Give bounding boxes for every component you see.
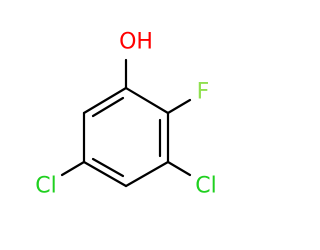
bond-c2-f <box>166 98 192 115</box>
molecule-structure: OH F Cl Cl <box>35 30 216 199</box>
cl-left-label: Cl <box>35 174 56 199</box>
bond-c6-c1 <box>82 86 128 115</box>
bond-c3-c4 <box>124 160 170 188</box>
double-bond-c1-c6 <box>91 96 125 118</box>
bond-c3-cl <box>166 160 192 177</box>
cl-right-label: Cl <box>195 174 216 199</box>
bond-c1-c2 <box>124 86 170 115</box>
molecule-drawing: OH F Cl Cl <box>35 30 216 199</box>
f-label: F <box>197 80 210 105</box>
bond-c4-c5 <box>82 160 128 188</box>
oh-label: OH <box>119 30 153 55</box>
bond-c5-cl <box>60 160 86 177</box>
double-bond-c4-c5 <box>91 157 125 178</box>
